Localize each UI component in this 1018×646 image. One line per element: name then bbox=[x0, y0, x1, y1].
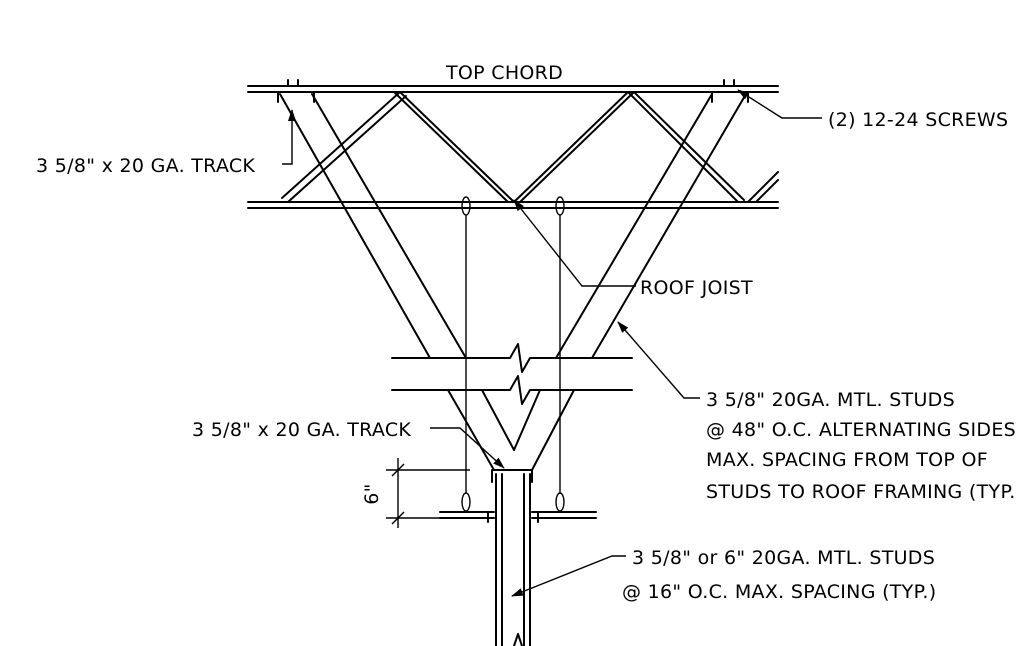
studs-note-line3: MAX. SPACING FROM TOP OF bbox=[706, 449, 988, 471]
top-chord-label: TOP CHORD bbox=[445, 62, 563, 84]
track-bottom-label: 3 5/8" x 20 GA. TRACK bbox=[192, 419, 411, 441]
ceiling-line bbox=[439, 511, 597, 523]
screws-label: (2) 12-24 SCREWS bbox=[828, 109, 1008, 131]
wall-stud bbox=[491, 469, 533, 646]
studs-note-line1: 3 5/8" 20GA. MTL. STUDS bbox=[706, 389, 955, 411]
right-diagonal-stud-upper bbox=[555, 93, 747, 359]
wall-studs-line1: 3 5/8" or 6" 20GA. MTL. STUDS bbox=[632, 547, 935, 569]
studs-note-line2: @ 48" O.C. ALTERNATING SIDES bbox=[706, 419, 1016, 441]
leader-studs bbox=[617, 321, 700, 399]
dimension-label: 6" bbox=[361, 483, 383, 504]
hanger-wire-right bbox=[555, 196, 565, 512]
bottom-chord bbox=[247, 201, 779, 209]
wall-studs-line2: @ 16" O.C. MAX. SPACING (TYP.) bbox=[622, 581, 936, 603]
leader-track-bottom bbox=[430, 427, 505, 469]
left-diagonal-stud-lower bbox=[447, 389, 515, 471]
right-diagonal-stud-lower bbox=[513, 389, 575, 471]
leader-roof-joist bbox=[513, 199, 636, 287]
leader-wall-studs bbox=[511, 555, 626, 597]
top-chord bbox=[247, 85, 779, 93]
roof-joist-label: ROOF JOIST bbox=[640, 277, 753, 299]
leader-track-top bbox=[282, 109, 296, 165]
break-line-lower bbox=[391, 375, 633, 405]
leader-screws bbox=[737, 89, 822, 119]
dimension-6in bbox=[386, 458, 470, 528]
hanger-wire-left bbox=[461, 196, 471, 512]
studs-note-line4: STUDS TO ROOF FRAMING (TYP. bbox=[706, 481, 1016, 503]
break-line-upper bbox=[391, 343, 633, 373]
track-top-label: 3 5/8" x 20 GA. TRACK bbox=[36, 155, 255, 177]
left-diagonal-stud-upper bbox=[279, 93, 467, 359]
